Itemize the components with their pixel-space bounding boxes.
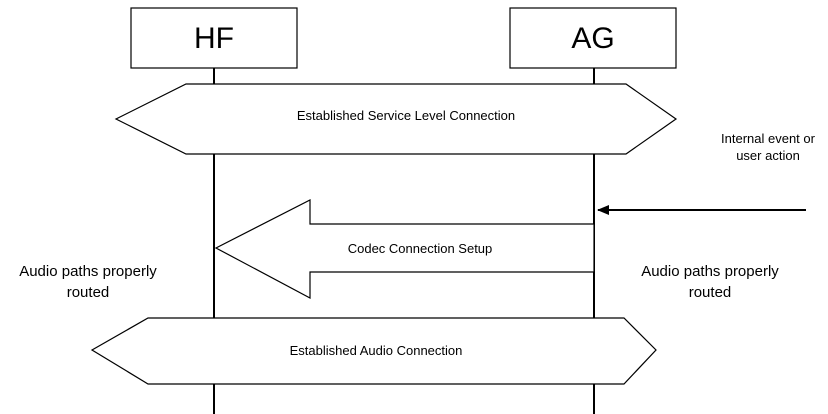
audio-connection-shape	[90, 317, 657, 385]
hf-entity: HF	[130, 7, 298, 69]
ag-audio-paths-note-line1: Audio paths properly	[641, 263, 779, 280]
codec-connection-setup-shape	[214, 199, 595, 299]
codec-connection-setup-label: Codec Connection Setup	[348, 241, 493, 256]
audio-connection-phase: Established Audio Connection	[90, 317, 657, 385]
hf-audio-paths-note-line2: routed	[67, 284, 110, 301]
audio-connection-label: Established Audio Connection	[290, 343, 463, 358]
service-level-connection-phase: Established Service Level Connection	[114, 83, 678, 155]
ag-entity: AG	[509, 7, 677, 69]
ag-entity-label: AG	[571, 22, 614, 55]
service-level-connection-label: Established Service Level Connection	[297, 108, 515, 123]
hf-entity-box	[130, 7, 298, 69]
ag-audio-paths-note-line2: routed	[689, 284, 732, 301]
trigger-note-line1: Internal event or	[721, 131, 816, 146]
hf-audio-paths-note-line1: Audio paths properly	[19, 263, 157, 280]
trigger-note-line2: user action	[736, 148, 800, 163]
codec-connection-setup-arrow: Codec Connection Setup	[214, 199, 595, 299]
hf-entity-label: HF	[194, 22, 234, 55]
ag-entity-box	[509, 7, 677, 69]
service-level-connection-shape	[114, 83, 678, 155]
